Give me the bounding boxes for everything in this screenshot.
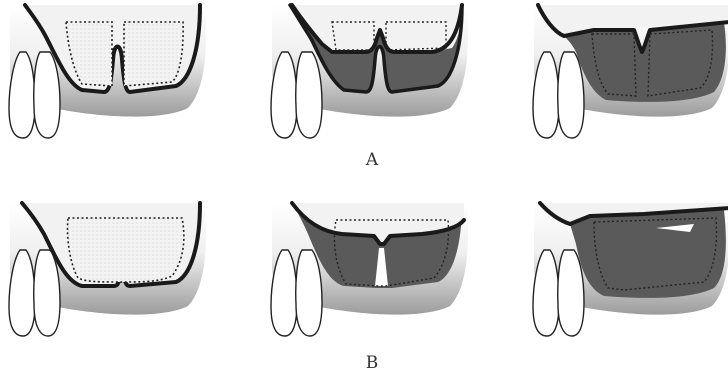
panel-b2 — [271, 203, 468, 336]
panel-a1 — [9, 5, 206, 138]
row-label-b: B — [366, 353, 379, 373]
membrane-outline — [67, 218, 183, 282]
panel-a2 — [271, 5, 468, 138]
panel-b1 — [9, 203, 206, 336]
panel-b3 — [533, 203, 728, 336]
row-label-a: A — [365, 150, 379, 170]
membrane-outline-right — [124, 22, 183, 86]
panel-a3 — [533, 5, 728, 138]
